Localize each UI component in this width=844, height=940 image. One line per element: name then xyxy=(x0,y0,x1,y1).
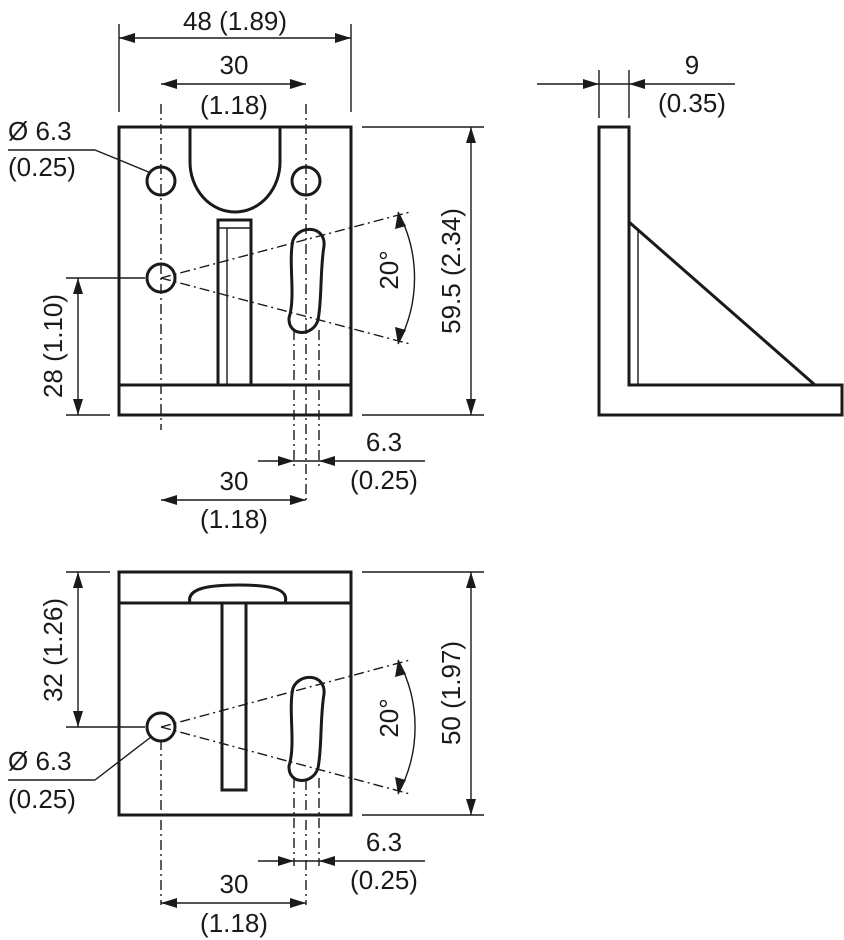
bottom-view-slot-width-label-mm: 6.3 xyxy=(366,827,402,857)
top-view-slot-width-arrow-right xyxy=(319,456,335,466)
bottom-view-dia-label-in: (0.25) xyxy=(8,784,76,814)
bottom-view-angle-arrow-top xyxy=(395,660,406,677)
top-view-slot-pitch-label-in: (1.18) xyxy=(200,504,268,534)
top-view-dia-label-mm: Ø 6.3 xyxy=(8,116,72,146)
top-view-slot-width-arrow-left xyxy=(278,456,294,466)
bottom-view-angle-ray-upper xyxy=(160,659,411,728)
top-view-angle-arrow-top xyxy=(395,212,406,229)
top-view-pitch-label-in: (1.18) xyxy=(200,90,268,120)
bottom-view: 32 (1.26) 50 (1.97) 20° Ø 6.3 (0.25) 30 … xyxy=(8,570,484,938)
bottom-view-hole-height-label: 32 (1.26) xyxy=(38,598,68,702)
bottom-view-height-arrow-top xyxy=(466,572,476,588)
bottom-view-slot-width-arrow-left xyxy=(278,856,294,866)
top-view-vertical-slot xyxy=(216,218,253,387)
top-view-width-label: 48 (1.89) xyxy=(183,6,287,36)
top-view-slot-pitch-arrow-left xyxy=(161,495,177,505)
side-view-thickness-arrow-left xyxy=(583,79,599,89)
top-view-pitch-arrow-right xyxy=(290,79,306,89)
top-view-width-arrow-right xyxy=(335,33,351,43)
bottom-view-hole-height-arrow-top xyxy=(73,572,83,588)
top-view-pitch-label-mm: 30 xyxy=(220,50,249,80)
top-view-hole-height-arrow-top xyxy=(73,278,83,294)
top-view-angle-arrow-bottom xyxy=(395,327,406,344)
top-view-height-arrow-top xyxy=(466,127,476,143)
bottom-view-angle-label: 20° xyxy=(374,698,404,737)
top-view-angle-ray-lower xyxy=(160,277,411,345)
bottom-view-hole-height-arrow-bottom xyxy=(73,711,83,727)
top-view-angle-arc xyxy=(397,211,416,345)
top-view-hole-height-arrow-bottom xyxy=(73,399,83,415)
bottom-view-vertical-slot xyxy=(220,601,248,792)
bottom-view-slot-pitch-arrow-right xyxy=(290,898,306,908)
top-view-slot-width-label-mm: 6.3 xyxy=(366,427,402,457)
bottom-view-angle-arrow-bottom xyxy=(395,777,406,794)
top-view-u-notch xyxy=(188,127,282,214)
bottom-view-height-arrow-bottom xyxy=(466,799,476,815)
bottom-view-arc-slot xyxy=(287,676,326,782)
bottom-view-angle-ray-lower xyxy=(160,726,411,795)
top-view-width-arrow-left xyxy=(119,33,135,43)
side-view-thickness-label-in: (0.35) xyxy=(658,88,726,118)
top-view-dia-label-in: (0.25) xyxy=(8,152,76,182)
top-view-pitch-arrow-left xyxy=(161,79,177,89)
side-view-thickness-label-mm: 9 xyxy=(685,50,699,80)
top-view-angle-ray-upper xyxy=(160,211,411,279)
bottom-view-slot-width-arrow-right xyxy=(319,856,335,866)
top-view-height-label: 59.5 (2.34) xyxy=(436,208,466,334)
bottom-view-body xyxy=(117,570,353,817)
top-view-angle-label: 20° xyxy=(374,250,404,289)
bottom-view-dia-leader-diag xyxy=(94,736,152,781)
side-view-thickness-arrow-right xyxy=(629,79,645,89)
side-view: 9 (0.35) xyxy=(537,50,844,417)
bottom-view-slot-pitch-label-in: (1.18) xyxy=(200,908,268,938)
side-view-profile xyxy=(597,125,844,417)
side-view-gusset xyxy=(628,220,816,387)
bottom-view-slot-pitch-label-mm: 30 xyxy=(220,869,249,899)
top-view-slot-pitch-label-mm: 30 xyxy=(220,466,249,496)
bottom-view-t-slot-head xyxy=(188,583,288,604)
top-view-slot-width-label-in: (0.25) xyxy=(350,465,418,495)
top-view-slot-pitch-arrow-right xyxy=(290,495,306,505)
bottom-view-slot-pitch-arrow-left xyxy=(161,898,177,908)
top-view-hole-height-label: 28 (1.10) xyxy=(38,294,68,398)
bottom-view-angle-arc xyxy=(397,659,416,795)
top-view: 48 (1.89) 30 (1.18) Ø 6.3 (0.25) 28 (1.1… xyxy=(8,6,484,534)
top-view-dia-leader-diag xyxy=(94,149,152,174)
top-view-height-arrow-bottom xyxy=(466,399,476,415)
bottom-view-slot-width-label-in: (0.25) xyxy=(350,865,418,895)
bottom-view-dia-label-mm: Ø 6.3 xyxy=(8,746,72,776)
bottom-view-height-label: 50 (1.97) xyxy=(436,641,466,745)
top-view-body xyxy=(117,125,353,417)
